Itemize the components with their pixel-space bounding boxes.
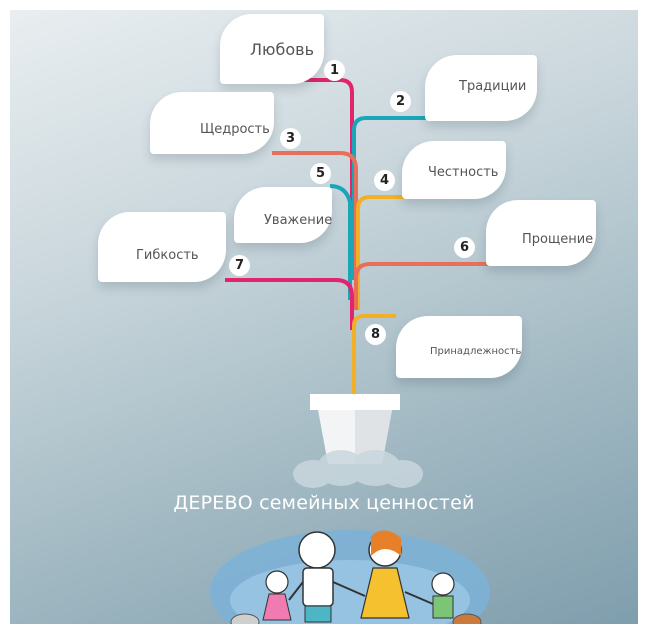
value-number-2: 2 bbox=[390, 91, 411, 112]
value-card-5: Уважение bbox=[234, 187, 332, 243]
branch-1 bbox=[280, 78, 354, 280]
value-card-8: Принадлежность bbox=[396, 316, 522, 378]
value-label-1: Любовь bbox=[250, 40, 315, 59]
value-card-6: Прощение bbox=[486, 200, 596, 266]
family-illustration bbox=[210, 530, 490, 624]
value-number-5: 5 bbox=[310, 163, 331, 184]
value-label-8: Принадлежность bbox=[430, 346, 522, 357]
value-number-3: 3 bbox=[280, 128, 301, 149]
value-card-7: Гибкость bbox=[98, 212, 226, 282]
branch-8 bbox=[352, 314, 396, 402]
value-label-6: Прощение bbox=[522, 232, 594, 247]
value-number-7: 7 bbox=[229, 255, 250, 276]
value-card-3: Щедрость bbox=[150, 92, 274, 154]
value-number-4: 4 bbox=[374, 170, 395, 191]
value-number-8: 8 bbox=[365, 324, 386, 345]
diagram-title: ДЕРЕВО семейных ценностей bbox=[173, 492, 475, 514]
value-number-1: 1 bbox=[324, 60, 345, 81]
branch-2 bbox=[352, 116, 430, 280]
value-label-2: Традиции bbox=[459, 79, 527, 94]
value-card-1: Любовь bbox=[220, 14, 324, 84]
value-number-6: 6 bbox=[454, 237, 475, 258]
branch-6 bbox=[354, 262, 490, 310]
value-label-3: Щедрость bbox=[200, 122, 270, 137]
branch-5 bbox=[329, 184, 352, 300]
tree-branches bbox=[225, 78, 490, 402]
value-label-5: Уважение bbox=[264, 213, 333, 228]
value-card-4: Честность bbox=[402, 141, 506, 199]
diagram-canvas: Любовь Традиции Щедрость Честность Уваже… bbox=[10, 10, 638, 624]
value-label-4: Честность bbox=[428, 165, 499, 180]
branch-4 bbox=[356, 195, 410, 310]
cloud-shape bbox=[293, 450, 423, 488]
branch-7 bbox=[225, 278, 354, 330]
branch-3 bbox=[272, 151, 358, 280]
value-card-2: Традиции bbox=[425, 55, 537, 121]
value-label-7: Гибкость bbox=[136, 248, 199, 263]
